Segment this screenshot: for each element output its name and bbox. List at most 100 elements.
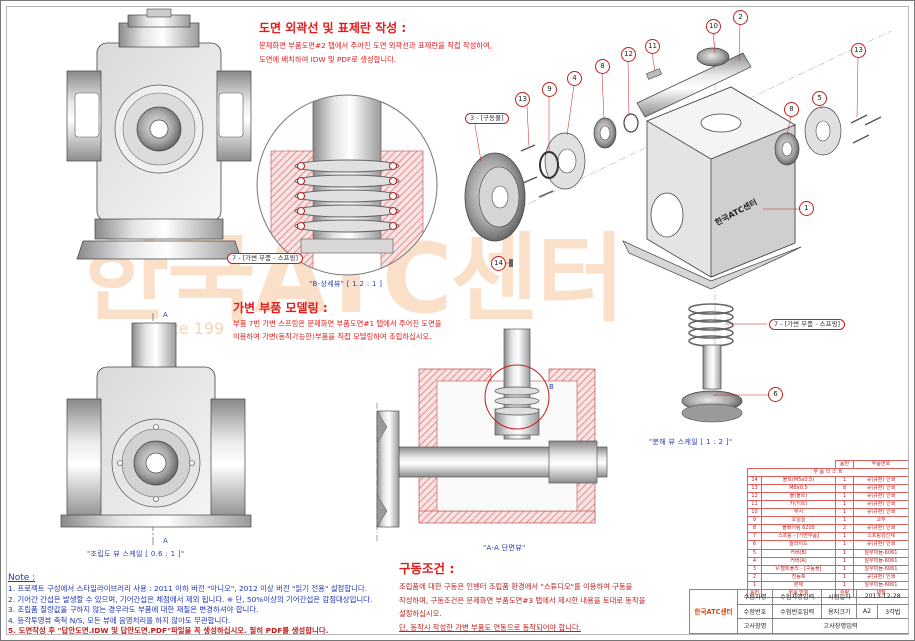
drive-condition-text: 조립품에 대한 구동은 인벤터 조립품 환경에서 "스튜디오"를 이용하여 구동… [399,580,645,634]
bom-cell: 부시 [761,508,836,518]
bom-cell: 1 [835,492,854,502]
bom-cell: 8 [835,484,854,494]
bom-title-row: 부 품 리 스 트 [747,468,909,478]
bom-cell: 7 [747,532,762,542]
bom-cell: M8x0.5 [761,484,836,494]
bom-cell: 5 [747,548,762,558]
bom-cell: 13 [747,484,762,494]
bom-cell: 규(규환) 인쇄 [853,476,909,486]
section-aa-view [376,328,608,541]
bom-cell: 볼베어링 6205 [761,524,836,534]
drive-line-3: 설정하십시오. [399,609,442,618]
callout-10: 10 [706,19,721,34]
bom-cell: 4 [747,556,762,566]
bom-cell: 10 [747,508,762,518]
section-caption: "A-A 단면뷰" [483,544,526,552]
callout-8-left: 8 [595,59,610,74]
assembly-caption: "조립도 뷰 스케일 [ 0.6 : 1 ]" [87,550,185,558]
bom-cell: 스프링 - [가변부품] [761,532,836,542]
bom-cell: 1 [835,572,854,582]
section-letter-a-bottom: A [163,537,168,545]
tb-cell: 수험번호 [737,603,773,619]
bom-cell: 규(규환) 인쇄 [853,524,909,534]
spring-exploded-tag: 7 - [가변 부품 - 스프링] [769,319,846,330]
tb-cell: 3각법 [876,603,910,619]
note-line-4: 4. 등각투영뷰 축척 N/S, 모든 뷰에 음영처리를 하지 않아도 무관합니… [8,615,231,625]
drive-line-1: 조립품에 대한 구동은 인벤터 조립품 환경에서 "스튜디오"를 이용하여 구동… [399,582,633,591]
bom-cell: 1 [835,516,854,526]
detail-b-view [256,94,438,276]
drive-condition-title: 구동조건 : [399,561,455,576]
note-line-3: 3. 조립품 질량값을 구하지 않는 경우라도 부품에 대한 재질은 변경하셔야… [8,605,259,615]
bom-cell: 규(규환) 인쇄 [853,500,909,510]
tb-cell: 시험일자 [821,589,858,605]
variable-part-text: 부품 7번 가변 스프링은 문제화면 부품도면#1 탭에서 주어진 도면을 이용… [233,317,442,343]
section-letter-a-top: A [163,311,168,319]
callout-5: 5 [812,91,827,106]
exploded-view [464,19,892,423]
bom-cell: 9 [747,516,762,526]
tb-cell: 고사장명입력 [772,618,909,634]
bom-cell: 2 [747,572,762,582]
bom-cell: 6 [747,540,762,550]
assembly-view [60,313,252,547]
outline-instruction-line-2: 도면에 배치하여 IDW 및 PDF로 생성합니다. [259,55,397,64]
callout-14: 14 [491,256,506,271]
callout-2: 2 [733,10,748,25]
title-block-row: 수험번호 수험번호입력 용지크기 A2 3각법 [690,603,910,619]
bom-cell: 오일실 [761,516,836,526]
bom-header-part: 부품번호 [853,459,909,470]
bom-header: 품번 부품번호 [748,459,909,470]
bom-cell: 규(규환) 인쇄 [853,572,909,582]
exploded-caption: "분해 뷰 스케일 [ 1 : 2 ]" [649,438,733,446]
callout-12: 12 [621,47,636,62]
bom-cell: 커버(B) [761,548,836,558]
title-block-logo: 한국ATC센터 [689,589,738,634]
bom-cell: 1 [835,476,854,486]
variable-part-line-2: 이용하여 가변(동적가능한)부품을 직접 모델링하여 조립하십시오. [233,332,432,341]
bom-cell: 11 [747,500,762,510]
outline-instruction-title: 도면 외곽선 및 표제란 작성 : [259,21,407,35]
callout-13-right: 13 [851,43,866,58]
bom-cell: 규(규환) 인쇄 [853,508,909,518]
spring-detail-tag: 7 - [가변 부품 - 스프링] [227,253,304,264]
drive-pulley-tag: 3 - [구동풀] [465,113,509,124]
bom-cell: 8 [747,524,762,534]
bom-cell: 슬라이드 [761,540,836,550]
callout-8-right: 8 [784,102,799,117]
note-line-1: 1. 프로젝트 구성에서 스타일라이브러리 사용 : 2011 이하 버전 "아… [8,584,368,593]
tb-cell: 고사장명 [737,618,773,634]
callout-6: 6 [768,387,783,402]
bom-cell: 규(규환) 인쇄 [853,492,909,502]
bom-title: 부 품 리 스 트 [747,468,909,478]
bom-cell: 스프링강선재 [853,532,909,542]
bom-cell: 알루미늄-6061 [853,556,909,566]
bom-cell: 커버(A) [761,556,836,566]
bom-cell: 1 [835,548,854,558]
detail-letter-b: B [549,383,554,391]
note-title: Note : [8,573,36,583]
bom-cell: 알루미늄-6061 [853,564,909,574]
note-line-5: 5. 도면작성 후 "답안도면.IDW 및 답안도면.PDF"파일을 꼭 생성하… [8,626,329,636]
bom-cell: 2 [835,524,854,534]
callout-13-left: 13 [515,92,530,107]
bom-cell: 1 [835,532,854,542]
bom-cell: 규(규환) 인쇄 [853,540,909,550]
tb-cell: 수험자명 [737,589,773,605]
title-block-row: 한국ATC센터 수험자명 수험자명입력 시험일자 2013-12-28 [689,589,909,634]
bom-cell: 1 [835,540,854,550]
tb-cell: 용지크기 [821,603,858,619]
